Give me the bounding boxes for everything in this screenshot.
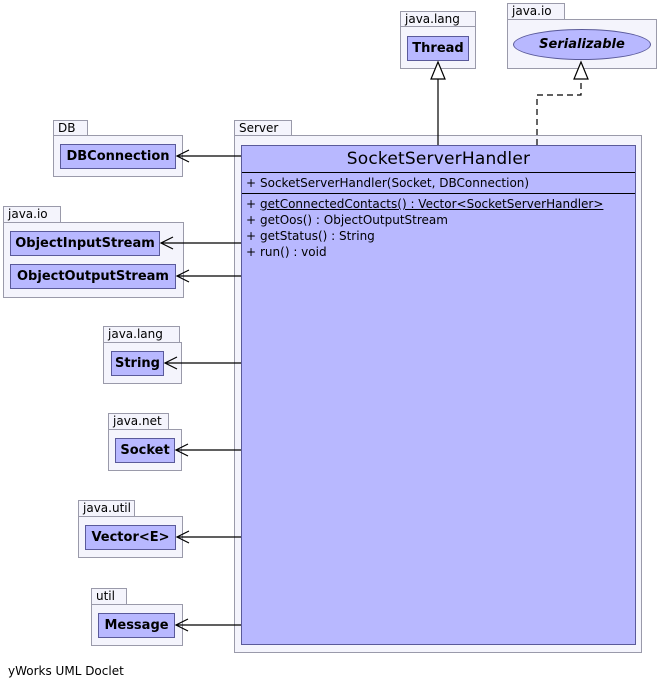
package-label: java.lang [405, 12, 460, 26]
constructor-signature: SocketServerHandler(Socket, DBConnection… [260, 176, 530, 190]
class-string[interactable]: String [111, 351, 164, 376]
package-label: java.net [113, 414, 162, 428]
package-tab-java-io-streams: java.io [3, 206, 61, 222]
package-label: java.io [8, 207, 48, 221]
visibility-marker: + [246, 176, 257, 190]
package-tab-java-lang-thread: java.lang [400, 11, 476, 27]
interface-serializable[interactable]: Serializable [513, 29, 651, 60]
package-tab-java-lang-string: java.lang [103, 326, 180, 342]
class-label: ObjectInputStream [15, 236, 155, 251]
dependency-message [174, 618, 241, 632]
package-tab-db: DB [53, 120, 88, 136]
dependency-object-input-stream [159, 236, 241, 250]
realization-line-serializable [536, 79, 582, 145]
class-label: DBConnection [66, 149, 170, 164]
class-label: ObjectOutputStream [17, 269, 169, 284]
method-signature: getConnectedContacts() : Vector<SocketSe… [260, 197, 604, 211]
class-socket-server-handler[interactable]: SocketServerHandler +SocketServerHandler… [241, 145, 636, 645]
method-row: +run() : void [246, 244, 631, 260]
package-label: Server [239, 121, 279, 135]
package-tab-server: Server [234, 120, 292, 136]
dependency-object-output-stream [175, 269, 241, 283]
visibility-marker: + [246, 245, 257, 259]
dependency-socket [174, 443, 241, 457]
constructor-row: +SocketServerHandler(Socket, DBConnectio… [246, 175, 631, 191]
method-list: +getConnectedContacts() : Vector<SocketS… [242, 194, 635, 262]
visibility-marker: + [246, 197, 257, 211]
dependency-string [163, 356, 241, 370]
section-divider [242, 172, 635, 173]
package-label: java.lang [108, 327, 163, 341]
constructor-list: +SocketServerHandler(Socket, DBConnectio… [242, 173, 635, 193]
package-tab-java-io-serializable: java.io [507, 3, 565, 19]
method-row: +getConnectedContacts() : Vector<SocketS… [246, 196, 631, 212]
package-label: java.util [83, 501, 131, 515]
package-label: java.io [512, 4, 552, 18]
footer-credit: yWorks UML Doclet [8, 664, 124, 678]
realization-arrowhead-serializable [573, 60, 589, 80]
package-tab-java-util: java.util [78, 500, 135, 516]
class-label: Thread [412, 41, 464, 56]
dependency-dbconnection [175, 149, 241, 163]
visibility-marker: + [246, 213, 257, 227]
class-title: SocketServerHandler [346, 149, 531, 169]
method-signature: getOos() : ObjectOutputStream [260, 213, 448, 227]
section-divider [242, 193, 635, 194]
method-row: +getOos() : ObjectOutputStream [246, 212, 631, 228]
class-label: Message [104, 618, 169, 633]
package-label: util [96, 589, 115, 603]
class-dbconnection[interactable]: DBConnection [60, 144, 176, 169]
class-object-output-stream[interactable]: ObjectOutputStream [10, 264, 176, 289]
class-vector[interactable]: Vector<E> [85, 525, 176, 550]
class-object-input-stream[interactable]: ObjectInputStream [10, 231, 160, 256]
generalization-arrowhead-thread [430, 60, 446, 80]
method-signature: getStatus() : String [260, 229, 375, 243]
class-message[interactable]: Message [98, 613, 175, 638]
dependency-vector [175, 530, 241, 544]
visibility-marker: + [246, 229, 257, 243]
method-row: +getStatus() : String [246, 228, 631, 244]
package-tab-java-net: java.net [108, 413, 169, 429]
package-tab-util: util [91, 588, 127, 604]
class-label: Vector<E> [91, 530, 170, 545]
package-label: DB [58, 121, 76, 135]
class-socket[interactable]: Socket [115, 438, 175, 463]
method-signature: run() : void [260, 245, 327, 259]
class-label: Socket [120, 443, 170, 458]
interface-label: Serializable [539, 37, 625, 52]
class-label: String [114, 356, 160, 371]
